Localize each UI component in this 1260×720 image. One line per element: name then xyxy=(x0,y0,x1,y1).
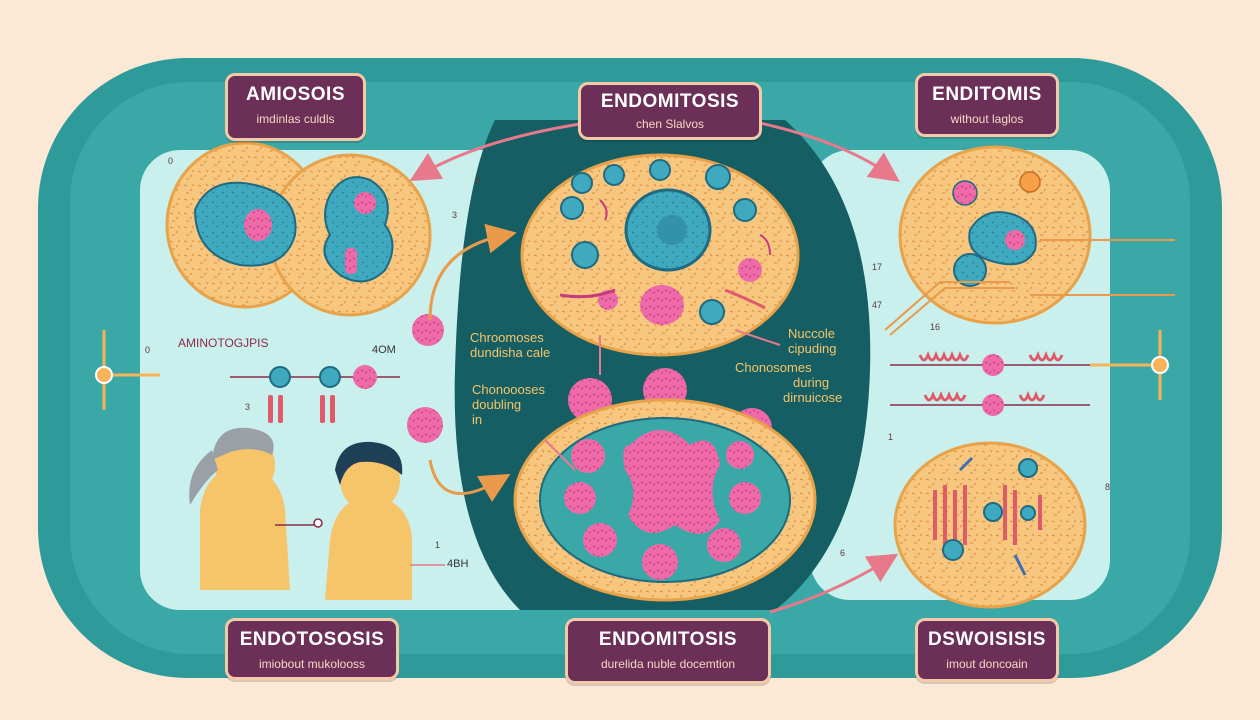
annotation-chromosomes-in: Chonoooses doubling in xyxy=(472,382,545,427)
arrow-left-down xyxy=(428,459,511,503)
center-lower-cell xyxy=(513,398,817,602)
pointer-line-3 xyxy=(734,329,781,346)
person-right-hair xyxy=(335,441,403,485)
number-marker-8: 8 xyxy=(1105,482,1111,492)
label-bottom-left: ENDOTOSOSIS imiobout mukolooss xyxy=(225,618,399,680)
right-upper-nucleus xyxy=(968,211,1037,266)
stethoscope-icon xyxy=(313,518,323,528)
annotation-nucleus-dividing: Nuccole cipuding xyxy=(788,326,836,356)
label-top-center-title: ENDOMITOSIS xyxy=(600,91,740,112)
floating-chromosome-2 xyxy=(407,407,443,443)
left-cell-pair xyxy=(165,141,432,317)
center-upper-cell xyxy=(520,153,800,357)
label-top-left: AMIOSOIS imdinlas culdls xyxy=(225,73,366,141)
label-bottom-right-subtitle: imout doncoain xyxy=(946,657,1028,671)
annotation-during-line1: Chonosomes xyxy=(735,360,812,375)
annotation-chromosomes-in-line2: doubling xyxy=(472,397,522,412)
pointer-line-2 xyxy=(544,439,576,471)
label-top-right: ENDITOMIS without laglos xyxy=(915,73,1059,137)
floating-chromosome-1 xyxy=(412,314,444,346)
number-marker-17: 17 xyxy=(872,262,883,272)
arrow-top-left xyxy=(409,122,581,182)
center-x-chromosome xyxy=(623,430,720,534)
number-marker-47: 47 xyxy=(872,300,883,310)
number-marker-3a: 3 xyxy=(452,210,458,220)
people-illustration xyxy=(189,427,412,600)
number-marker-0a: 0 xyxy=(168,156,174,166)
right-slider-handle xyxy=(1151,356,1169,374)
label-bottom-center-subtitle: durelida nuble docemtion xyxy=(600,657,736,671)
label-bottom-left-subtitle: imiobout mukolooss xyxy=(258,657,366,671)
person-left-ponytail xyxy=(189,450,218,505)
annotation-scale-40m: 4OM xyxy=(372,344,396,356)
arrow-bottom-right xyxy=(769,553,899,614)
label-top-center-subtitle: chen Slalvos xyxy=(635,117,705,131)
right-coil-row xyxy=(890,350,1090,416)
person-right-body xyxy=(325,495,412,600)
left-chromosome-row xyxy=(230,314,444,443)
right-lower-cell xyxy=(893,441,1087,609)
arrow-top-right xyxy=(754,120,900,182)
annotation-chromosomes-cycle-line2: dundisha cale xyxy=(470,345,551,360)
label-top-right-subtitle: without laglos xyxy=(950,112,1024,126)
number-marker-16: 16 xyxy=(930,322,941,332)
coil-1 xyxy=(918,350,970,362)
person-left-hair xyxy=(212,427,274,460)
left-nucleus-b xyxy=(323,176,394,283)
left-nucleolus-b1 xyxy=(354,192,376,214)
arrow-left-up xyxy=(428,223,517,321)
number-marker-6a: 6 xyxy=(475,175,481,185)
annotation-chromosomes-in-line3: in xyxy=(472,412,483,427)
label-bottom-center-title: ENDOMITOSIS xyxy=(598,629,738,650)
annotation-chromosomes-during: Chonosomes during dirnuicose xyxy=(735,360,842,405)
label-bottom-center: ENDOMITOSIS durelida nuble docemtion xyxy=(565,618,771,684)
label-bottom-right-title: DSWOISISIS xyxy=(928,629,1046,650)
chromatid-circle-3 xyxy=(353,365,377,389)
number-marker-1: 1 xyxy=(435,540,441,550)
annotation-chromosomes-cycle: Chroomoses dundisha cale xyxy=(470,330,550,360)
annotation-during-line2: during xyxy=(793,375,830,390)
annotation-aminotogipis: AMINOTOGJPIS xyxy=(178,336,269,350)
center-upper-nucleolus xyxy=(640,285,684,325)
left-nucleolus-a xyxy=(244,209,272,241)
label-top-left-subtitle: imdinlas culdls xyxy=(256,112,335,126)
number-marker-1b: 1 xyxy=(888,432,894,442)
number-marker-0b: 0 xyxy=(145,345,151,355)
left-nucleolus-b2 xyxy=(345,248,357,274)
label-top-right-title: ENDITOMIS xyxy=(932,84,1042,105)
label-top-center: ENDOMITOSIS chen Slalvos xyxy=(578,82,762,140)
annotation-nucleus-line1: Nuccole xyxy=(788,326,835,341)
annotation-during-line3: dirnuicose xyxy=(783,390,843,405)
annotation-chromosomes-in-line1: Chonoooses xyxy=(472,382,545,397)
right-upper-cell xyxy=(884,145,1175,336)
number-marker-3b: 3 xyxy=(245,402,251,412)
chromatid-circle-1 xyxy=(269,366,291,388)
label-bottom-right: DSWOISISIS imout doncoain xyxy=(915,618,1059,682)
number-marker-6b: 6 xyxy=(840,548,846,558)
annotation-scale-4bh: 4BH xyxy=(447,558,469,570)
annotation-nucleus-line2: cipuding xyxy=(788,341,837,356)
label-bottom-left-title: ENDOTOSOSIS xyxy=(239,629,385,650)
person-left-body xyxy=(200,465,290,590)
left-slider-handle xyxy=(95,366,113,384)
label-top-left-title: AMIOSOIS xyxy=(245,84,345,105)
chromatid-circle-2 xyxy=(319,366,341,388)
annotation-chromosomes-cycle-line1: Chroomoses xyxy=(470,330,544,345)
